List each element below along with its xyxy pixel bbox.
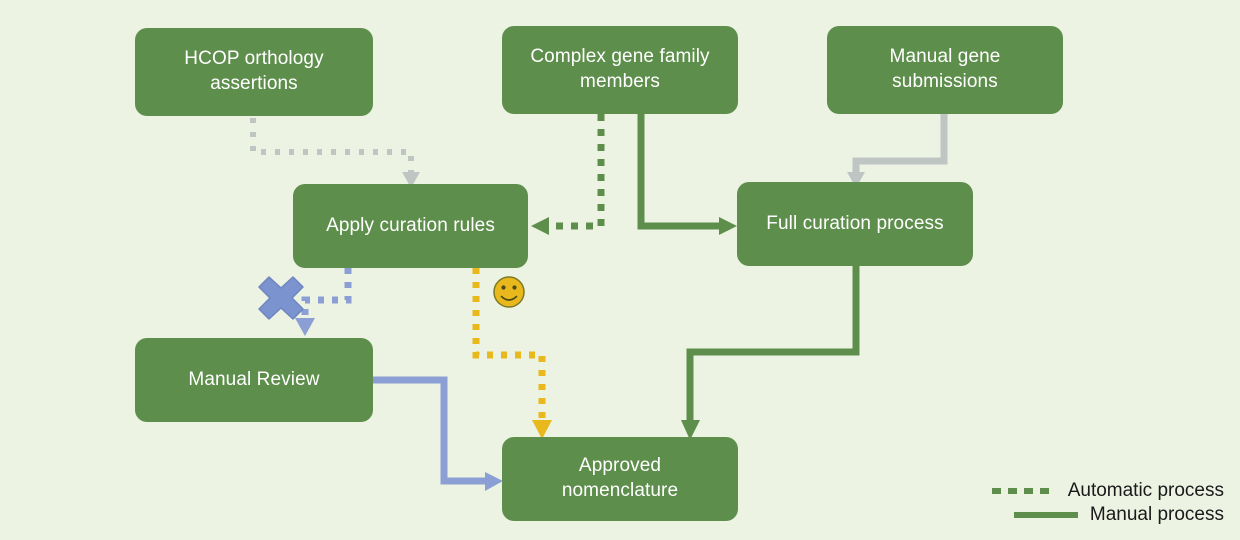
legend: Automatic process Manual process (991, 480, 1224, 528)
node-manual-gene-submissions[interactable]: Manual gene submissions (827, 26, 1063, 114)
node-complex-gene-family-members[interactable]: Complex gene family members (502, 26, 738, 114)
edge-full-to-approved (681, 266, 860, 440)
edge-complex-to-rules (531, 114, 605, 235)
node-full-curation-process[interactable]: Full curation process (737, 182, 973, 266)
node-rules-line1: Apply curation rules (326, 214, 495, 236)
node-hcop-orthology-assertions[interactable]: HCOP orthology assertions (135, 28, 373, 116)
smiley-face-icon (493, 276, 525, 308)
edge-hcop-to-rules (250, 118, 420, 188)
node-approved-line2: nomenclature (561, 480, 679, 501)
node-approved-nomenclature[interactable]: Approved nomenclature (502, 437, 738, 521)
legend-solid-line-icon (1013, 512, 1078, 518)
node-approved-line1: Approved (578, 455, 662, 477)
node-review-line1: Manual Review (188, 368, 320, 390)
legend-item-automatic: Automatic process (991, 480, 1224, 502)
edge-review-to-approved (373, 376, 503, 491)
node-manualsub-line1: Manual gene (889, 46, 1001, 68)
node-hcop-line2: assertions (210, 73, 298, 94)
edge-rules-to-approved (472, 268, 552, 439)
edge-complex-to-full (637, 114, 737, 235)
node-manualsub-line2: submissions (892, 71, 998, 92)
node-complex-line2: members (580, 71, 660, 92)
legend-label-automatic: Automatic process (1067, 480, 1224, 501)
node-hcop-line1: HCOP orthology (184, 48, 324, 70)
x-mark-icon (258, 276, 304, 320)
legend-dotted-line-icon (991, 488, 1056, 494)
node-complex-line1: Complex gene family (530, 46, 710, 68)
legend-label-manual: Manual process (1089, 504, 1224, 525)
edge-manualsub-to-full (847, 114, 948, 188)
node-manual-review[interactable]: Manual Review (135, 338, 373, 422)
node-apply-curation-rules[interactable]: Apply curation rules (293, 184, 528, 268)
node-full-line1: Full curation process (766, 212, 944, 234)
edge-rules-to-review (295, 268, 352, 336)
legend-item-manual: Manual process (992, 504, 1224, 526)
